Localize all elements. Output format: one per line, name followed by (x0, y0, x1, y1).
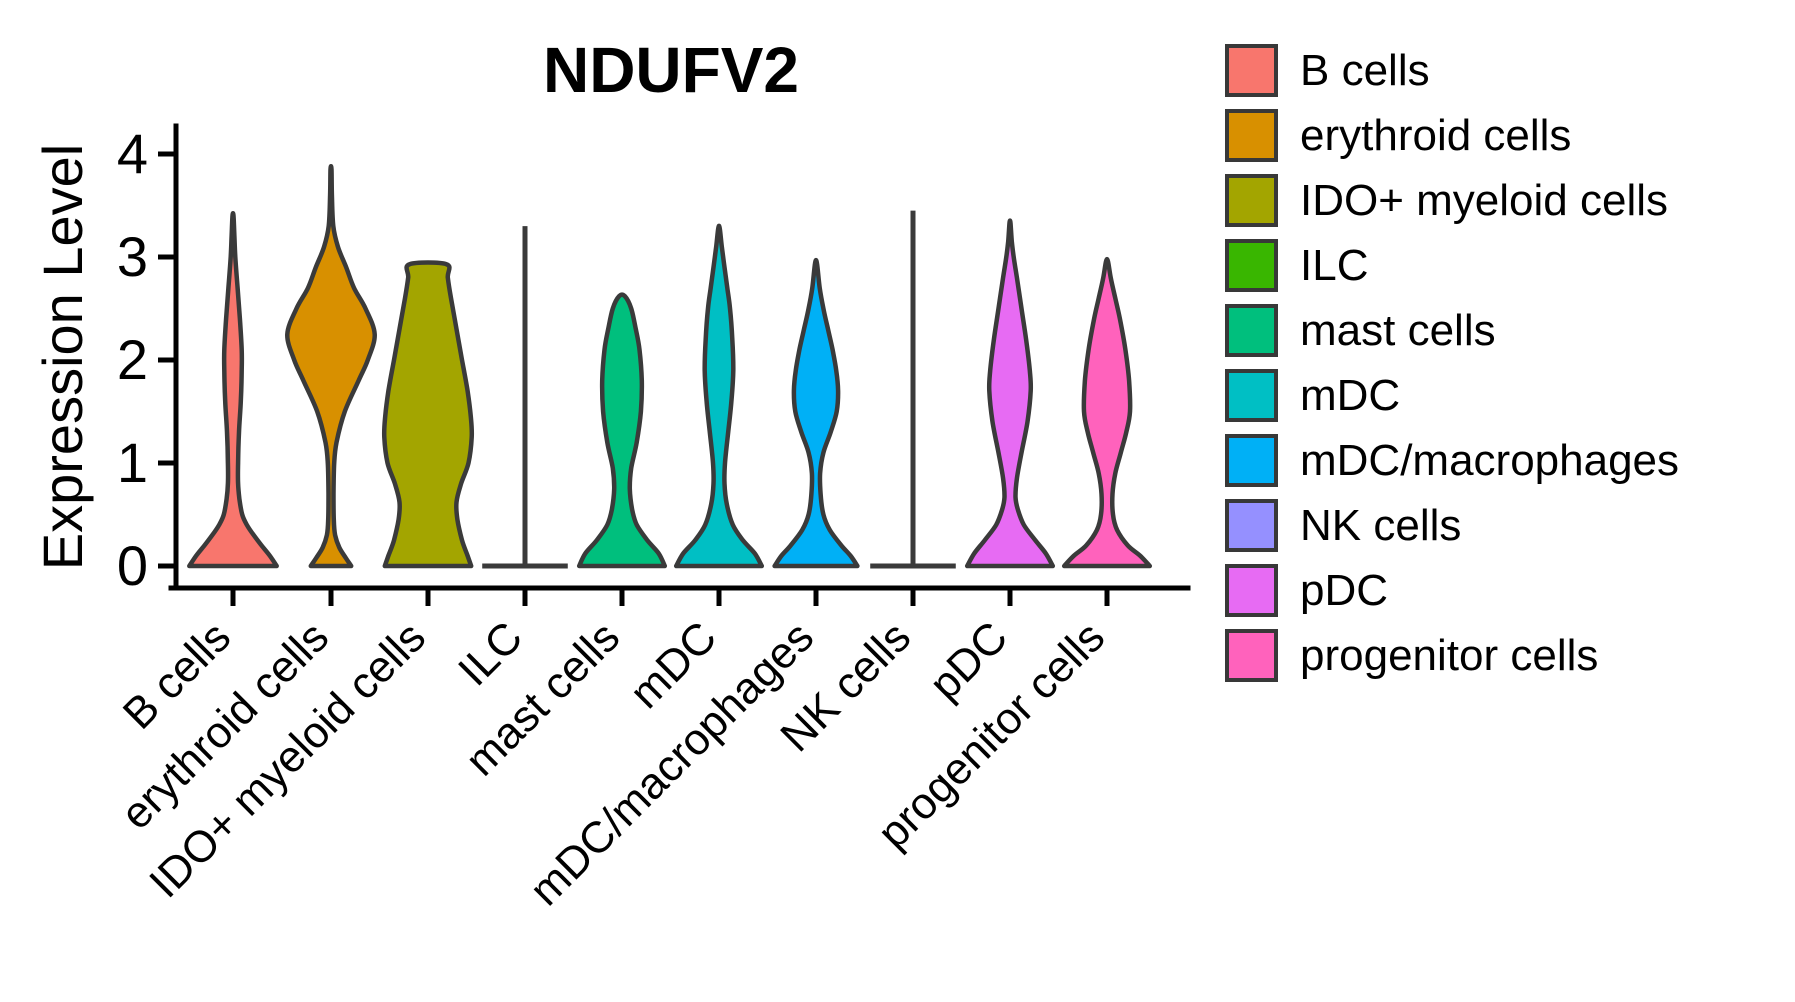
violin-erythroid-cells (285, 164, 377, 569)
violin-mast-cells (576, 292, 668, 569)
violins-group (187, 164, 1153, 569)
legend-swatch (1225, 629, 1278, 682)
legend-label: pDC (1300, 566, 1389, 615)
legend-swatch (1225, 174, 1278, 227)
y-axis: 0 1 2 3 4 (117, 122, 179, 597)
violin-nk-cells (870, 210, 956, 569)
legend-swatch (1225, 44, 1278, 97)
legend-item-ido-myeloid-cells: IDO+ myeloid cells (1225, 174, 1679, 227)
y-tick-label: 2 (117, 328, 148, 391)
x-tick-label: ILC (449, 612, 532, 695)
violin-b-cells (187, 211, 279, 569)
legend-swatch (1225, 109, 1278, 162)
legend-item-progenitor-cells: progenitor cells (1225, 629, 1679, 682)
violin-ido-myeloid-cells (381, 260, 475, 569)
legend-swatch (1225, 369, 1278, 422)
legend-label: ILC (1300, 241, 1369, 290)
chart-title: NDUFV2 (543, 34, 799, 106)
violin-mdc-macrophages (772, 257, 860, 569)
y-axis-label: Expression Level (31, 144, 94, 570)
legend-swatch (1225, 499, 1278, 552)
violin-mdc (673, 223, 765, 569)
legend-item-erythroid-cells: erythroid cells (1225, 109, 1679, 162)
legend-item-b-cells: B cells (1225, 44, 1679, 97)
legend-item-ilc: ILC (1225, 239, 1679, 292)
violin-progenitor-cells (1061, 256, 1153, 569)
y-tick-label: 1 (117, 431, 148, 494)
legend-label: IDO+ myeloid cells (1300, 176, 1669, 225)
legend-label: B cells (1300, 46, 1430, 95)
legend-swatch (1225, 304, 1278, 357)
y-tick-label: 4 (117, 122, 148, 185)
legend-label: mDC/macrophages (1300, 436, 1680, 485)
legend-label: mast cells (1300, 306, 1496, 355)
legend-item-mdc-macrophages: mDC/macrophages (1225, 434, 1679, 487)
legend-item-pdc: pDC (1225, 564, 1679, 617)
legend-item-mast-cells: mast cells (1225, 304, 1679, 357)
y-tick-label: 3 (117, 225, 148, 288)
legend-label: NK cells (1300, 501, 1462, 550)
legend-label: erythroid cells (1300, 111, 1572, 160)
legend-swatch (1225, 434, 1278, 487)
legend-swatch (1225, 564, 1278, 617)
violin-ilc (482, 226, 568, 569)
legend-item-nk-cells: NK cells (1225, 499, 1679, 552)
y-tick-label: 0 (117, 534, 148, 597)
legend-label: progenitor cells (1300, 631, 1599, 680)
violin-pdc (964, 218, 1056, 569)
legend-label: mDC (1300, 371, 1401, 420)
legend-item-mdc: mDC (1225, 369, 1679, 422)
legend-swatch (1225, 239, 1278, 292)
